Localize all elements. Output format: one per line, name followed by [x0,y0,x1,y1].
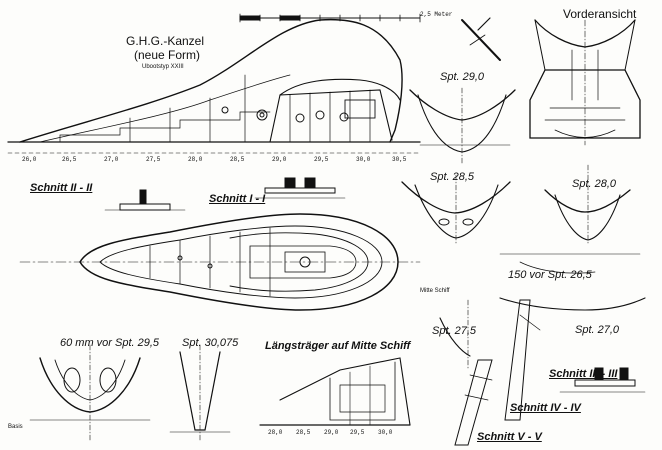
frame-tick: 29,0 [272,156,287,163]
schnitt-4-label: Schnitt IV - IV [510,402,581,414]
schnitt-5-label: Schnitt V - V [477,431,542,443]
lower-frame-tick: 29,5 [350,429,365,436]
detail-schnitt-1-2 [104,177,346,211]
spt-27-label: Spt. 27,0 [575,324,620,336]
frame-tick: 28,5 [230,156,245,163]
side-elevation [7,17,501,154]
lower-frame-tick: 28,5 [296,429,311,436]
spt-28-5-label: Spt. 28,5 [430,171,475,183]
frame-tick: 26,5 [62,156,77,163]
frame-tick: 30,0 [356,156,371,163]
schnitt-3-label: Schnitt III - III [549,368,618,380]
girder-label: Längsträger auf Mitte Schiff [265,340,411,352]
section-spt-28-0 [544,164,631,246]
schnitt-1-label: Schnitt I - I [209,193,266,205]
spt-27-5-label: Spt. 27,5 [432,325,477,337]
section-spt-28-5 [401,174,511,246]
section-spt-27 [439,299,541,421]
section-150-vor-26-5 [499,253,646,311]
frame-tick: 29,5 [314,156,329,163]
lower-frame-tick: 28,0 [268,429,283,436]
frame-tick: 26,0 [22,156,37,163]
front-view-label: Vorderansicht [563,7,637,21]
drawing-subtitle: (neue Form) [134,48,201,62]
section-spt-29-0 [409,87,516,166]
frame-tick: 27,5 [146,156,161,163]
frame-tick: 27,0 [104,156,119,163]
lower-frame-tick: 30,0 [378,429,393,436]
scale-bar [239,13,421,23]
lower-frame-tick: 29,0 [324,429,339,436]
spt-29-label: Spt. 29,0 [440,71,485,83]
section-v-v [454,359,493,446]
spt-30-075-label: Spt. 30,075 [182,337,239,349]
section-3-4 [559,367,646,393]
spt-26-5-label: 150 vor Spt. 26,5 [508,269,592,281]
schnitt-2-label: Schnitt II - II [30,182,93,194]
longitudinal-girder [259,357,411,426]
frame-tick: 30,5 [392,156,407,163]
spt-28-label: Spt. 28,0 [572,178,617,190]
scale-label: 2,5 Meter [420,11,453,18]
basis-label: Basis [8,424,23,430]
section-60mm-29-5 [29,344,151,441]
section-spt-30-075 [169,344,231,441]
plan-view [19,213,421,311]
spt-29-5-label: 60 mm vor Spt. 29,5 [60,337,160,349]
front-view [529,19,641,146]
frame-tick: 28,0 [188,156,203,163]
drawing-title: G.H.G.-Kanzel [126,34,205,48]
mitte-schiff-label: Mitte Schiff [420,288,450,294]
boat-type-label: Ubootstyp XXIII [142,64,184,70]
